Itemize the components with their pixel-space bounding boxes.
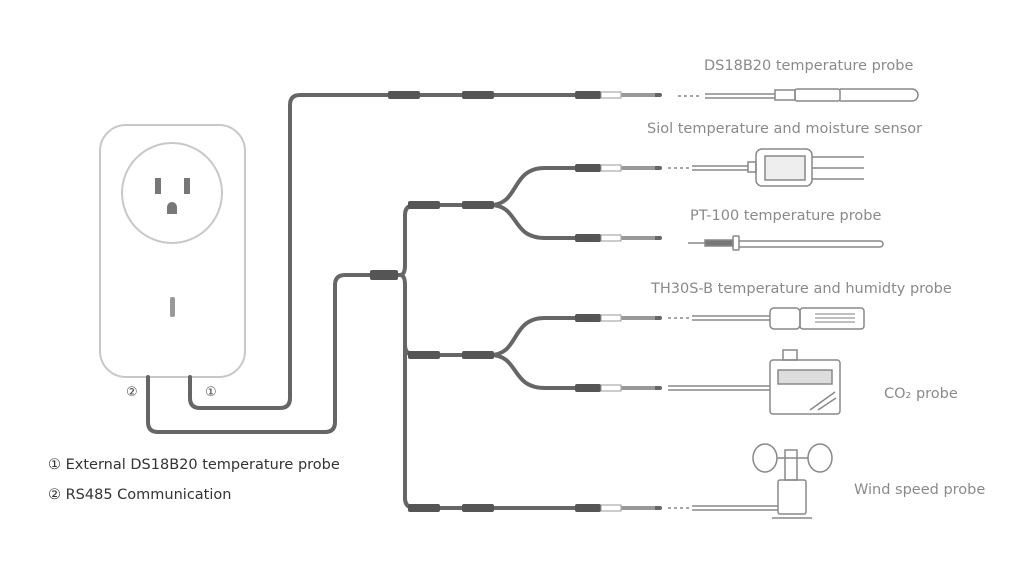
th30sb-probe (692, 307, 865, 330)
wind-speed-probe (692, 443, 833, 519)
smart-plug-device (99, 124, 246, 378)
legend-marker: ① (48, 457, 61, 473)
soil-sensor (692, 148, 864, 187)
outlet-ground (167, 202, 177, 214)
port-2-marker: ② (126, 385, 138, 400)
co2-probe (668, 349, 841, 415)
sensor-label-pt100: PT-100 temperature probe (690, 208, 882, 224)
pt100-probe (688, 235, 884, 251)
outlet-slot (184, 178, 190, 194)
legend-marker: ② (48, 487, 61, 503)
sensor-drawings (668, 88, 919, 519)
legend-item-1: ① External DS18B20 temperature probe (48, 457, 340, 473)
legend-text: RS485 Communication (65, 487, 232, 503)
sensor-label-th30sb: TH30S-B temperature and humidty probe (651, 281, 952, 297)
indicator-light (170, 297, 175, 317)
sensor-label-soil: Siol temperature and moisture sensor (647, 121, 923, 137)
legend-text: External DS18B20 temperature probe (65, 457, 340, 473)
ds18b20-probe (705, 88, 919, 102)
sensor-label-wind: Wind speed probe (854, 482, 986, 498)
sensor-label-ds18b20: DS18B20 temperature probe (704, 58, 914, 74)
connectors (370, 90, 656, 513)
outlet-slot (155, 178, 161, 194)
legend-item-2: ② RS485 Communication (48, 487, 231, 503)
port-1-marker: ① (205, 385, 217, 400)
sensor-label-co2: CO₂ probe (884, 386, 958, 402)
